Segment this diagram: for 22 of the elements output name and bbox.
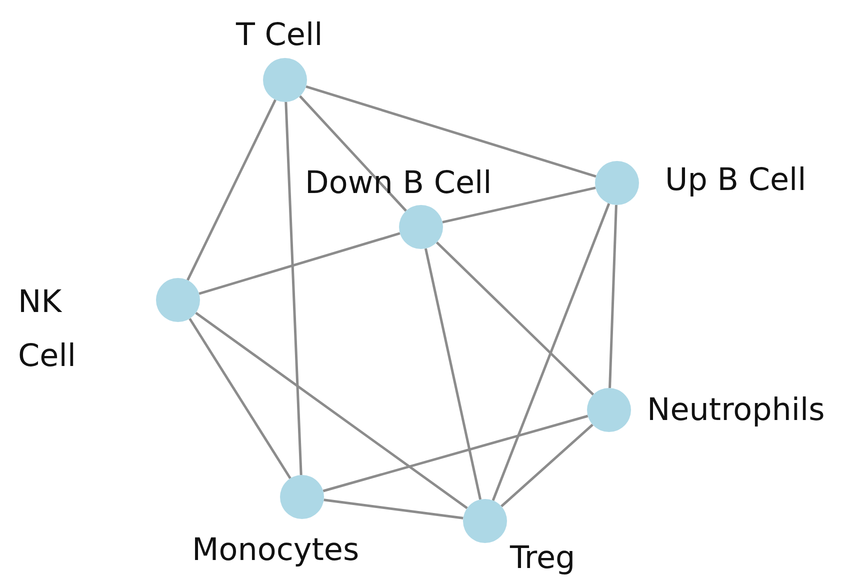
node-label: NK Cell (18, 283, 77, 376)
connector-line (324, 498, 464, 520)
node-label: Down B Cell (305, 164, 492, 203)
connector-line (442, 186, 596, 224)
node-label: T Cell (236, 16, 323, 55)
connector-line (322, 414, 588, 492)
node-label: Neutrophils (647, 391, 826, 430)
node-label: Treg (510, 539, 576, 578)
connector-line (198, 232, 400, 295)
connector-line (436, 241, 594, 396)
connector-line (492, 203, 610, 501)
node-label: Up B Cell (665, 161, 806, 200)
connector-line (608, 204, 618, 388)
connector-line (299, 95, 407, 212)
node-label: Monocytes (192, 531, 360, 570)
connector-line (500, 424, 594, 508)
connector-line (186, 99, 276, 281)
connector-line (306, 85, 596, 178)
connector-line (424, 248, 482, 500)
connector-line (195, 312, 468, 510)
connector-line (188, 318, 292, 480)
connector-line (284, 102, 302, 476)
